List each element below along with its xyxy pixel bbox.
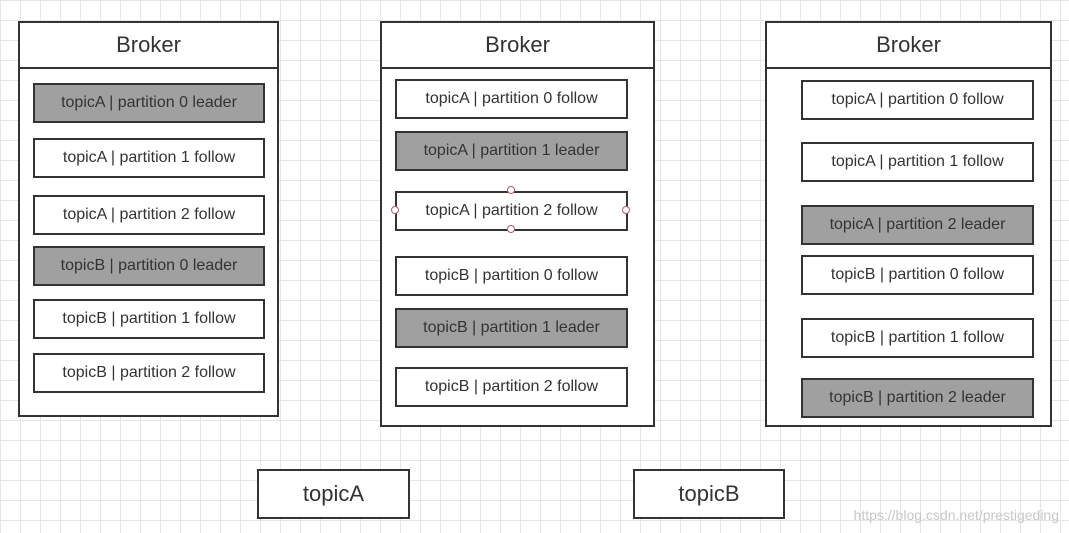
partition-topicB-1-follow[interactable]: topicB | partition 1 follow	[801, 318, 1034, 358]
topic-a-box[interactable]: topicA	[257, 469, 410, 519]
broker-title: Broker	[20, 23, 277, 69]
broker-3[interactable]: Broker topicA | partition 0 follow topic…	[765, 21, 1052, 427]
partition-topicB-0-follow[interactable]: topicB | partition 0 follow	[395, 256, 628, 296]
partition-topicB-0-leader[interactable]: topicB | partition 0 leader	[33, 246, 265, 286]
partition-topicB-0-follow[interactable]: topicB | partition 0 follow	[801, 255, 1034, 295]
selection-handle-top[interactable]	[507, 186, 515, 194]
broker-title: Broker	[767, 23, 1050, 69]
partition-topicB-2-leader[interactable]: topicB | partition 2 leader	[801, 378, 1034, 418]
selection-handle-left[interactable]	[391, 206, 399, 214]
partition-topicA-2-follow[interactable]: topicA | partition 2 follow	[33, 195, 265, 235]
broker-2[interactable]: Broker topicA | partition 0 follow topic…	[380, 21, 655, 427]
selection-handle-bottom[interactable]	[507, 225, 515, 233]
watermark: https://blog.csdn.net/prestigeding	[853, 507, 1059, 523]
partition-topicB-1-follow[interactable]: topicB | partition 1 follow	[33, 299, 265, 339]
partition-topicB-1-leader[interactable]: topicB | partition 1 leader	[395, 308, 628, 348]
topic-b-box[interactable]: topicB	[633, 469, 785, 519]
partition-topicA-0-follow[interactable]: topicA | partition 0 follow	[395, 79, 628, 119]
partition-topicA-1-leader[interactable]: topicA | partition 1 leader	[395, 131, 628, 171]
broker-1[interactable]: Broker topicA | partition 0 leader topic…	[18, 21, 279, 417]
partition-topicB-2-follow[interactable]: topicB | partition 2 follow	[33, 353, 265, 393]
partition-topicB-2-follow[interactable]: topicB | partition 2 follow	[395, 367, 628, 407]
partition-topicA-1-follow[interactable]: topicA | partition 1 follow	[801, 142, 1034, 182]
broker-title: Broker	[382, 23, 653, 69]
partition-topicA-0-leader[interactable]: topicA | partition 0 leader	[33, 83, 265, 123]
selection-handle-right[interactable]	[622, 206, 630, 214]
partition-topicA-0-follow[interactable]: topicA | partition 0 follow	[801, 80, 1034, 120]
partition-topicA-2-leader[interactable]: topicA | partition 2 leader	[801, 205, 1034, 245]
partition-topicA-1-follow[interactable]: topicA | partition 1 follow	[33, 138, 265, 178]
